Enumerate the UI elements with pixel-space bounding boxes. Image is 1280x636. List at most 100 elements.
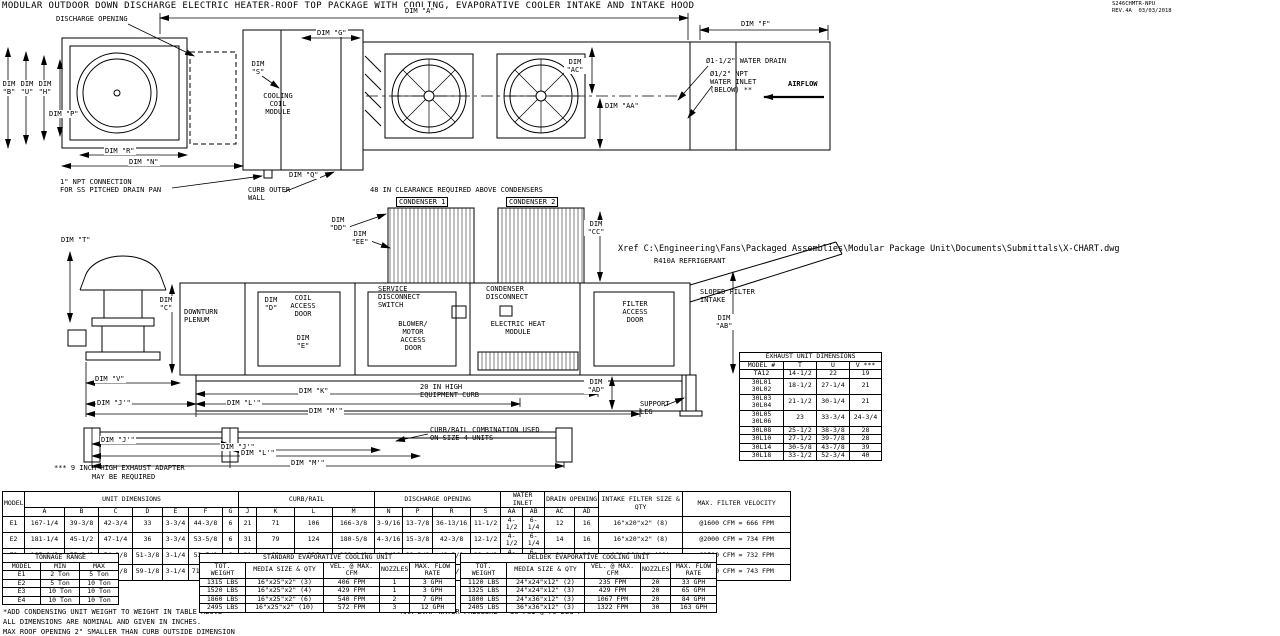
group-header: MAX. FILTER VELOCITY (682, 491, 792, 517)
table-cell: 1067 FPM (584, 594, 641, 604)
table-cell: 1322 FPM (584, 603, 641, 613)
table-cell: 12-1/2 (470, 531, 502, 549)
page-title: MODULAR OUTDOOR DOWN DISCHARGE ELECTRIC … (2, 1, 695, 11)
table-cell: 24"x24"x12" (2) (506, 577, 585, 587)
table-cell: TA12 (739, 369, 784, 379)
xref-path: Xref C:\Engineering\Fans\Packaged Assemb… (618, 244, 1120, 254)
table-cell: 3-3/4 (162, 531, 189, 549)
column-header: R (432, 507, 472, 517)
table-cell: 106 (294, 515, 334, 533)
table-title: STANDARD EVAPORATIVE COOLING UNIT (198, 553, 457, 563)
column-header: K (256, 507, 296, 517)
dim-n-label: DIM "N" (128, 158, 160, 166)
side-view (67, 207, 843, 469)
refrigerant-label: R410A REFRIGERANT (654, 257, 726, 265)
table-cell: 3 GPH (408, 577, 457, 587)
dim-m1-label: DIM "M'" (308, 407, 344, 415)
sloped-filter-intake-label: SLOPED FILTER INTAKE (700, 288, 755, 304)
coil-access-door-label: COIL ACCESS DOOR (290, 294, 316, 318)
group-header: CURB/RAIL (238, 491, 376, 508)
table-cell: 36 (132, 531, 163, 549)
table-cell: 5 Ton (40, 578, 80, 588)
table-cell: E2 (2, 531, 25, 549)
electric-heat-module-label: ELECTRIC HEAT MODULE (490, 320, 546, 336)
dim-j2a-label: DIM "J'" (100, 436, 136, 444)
column-header: A (24, 507, 65, 517)
water-drain-label: Ø1-1/2" WATER DRAIN (706, 57, 787, 65)
column-header: M (332, 507, 376, 517)
table-cell: 3-1/4 (162, 563, 189, 581)
dim-ac-label: DIM "AC" (564, 58, 586, 74)
dim-r-label: DIM "R" (104, 147, 136, 155)
column-header: F (188, 507, 223, 517)
dim-q-label: DIM "Q" (288, 171, 320, 179)
condenser-disconnect-box (499, 305, 513, 317)
table-cell: @1600 CFM = 666 FPM (682, 515, 792, 533)
sloped-intake-panel (689, 241, 837, 286)
group-header: UNIT DIMENSIONS (23, 491, 240, 508)
table-cell: 6-1/4 (522, 515, 546, 533)
table-cell: 11-1/2 (470, 515, 502, 533)
support-leg-shape (685, 374, 697, 412)
column-header: AD (574, 507, 600, 517)
table-cell: 10 Ton (40, 595, 80, 605)
table-cell: 30 (640, 603, 671, 613)
table-cell: 16 (574, 531, 600, 549)
table-title: EXHAUST UNIT DIMENSIONS (738, 352, 883, 362)
table-cell: E1 (2, 515, 25, 533)
table-cell: 30L08 (739, 425, 784, 435)
dim-l1-label: DIM "L'" (226, 399, 262, 407)
table-cell: 25-1/2 (783, 425, 817, 435)
blower-motor-door-label: BLOWER/ MOTOR ACCESS DOOR (398, 320, 428, 352)
note-dimensions: ALL DIMENSIONS ARE NOMINAL AND GIVEN IN … (3, 618, 202, 626)
table-cell: 28 (848, 425, 883, 435)
table-cell: 406 FPM (323, 577, 380, 587)
column-header: C (98, 507, 133, 517)
table-cell: 6-1/4 (522, 531, 546, 549)
table-cell: 30L14 (739, 442, 784, 452)
dim-e-label: DIM "E" (296, 334, 310, 350)
table-cell: 42-3/8 (432, 531, 472, 549)
table-cell: 2405 LBS (460, 603, 507, 613)
column-header: VEL. @ MAX. CFM (584, 561, 641, 579)
table-cell: 30L05 30L06 (739, 409, 784, 427)
table-cell: 14-1/2 (783, 369, 817, 379)
table-cell: 30L18 (739, 451, 784, 461)
table-cell: 429 FPM (323, 586, 380, 596)
table-cell: 20 (640, 586, 671, 596)
table-cell: 33-1/2 (783, 451, 817, 461)
table-cell: 2 (379, 594, 410, 604)
table-cell: 181-1/4 (24, 531, 65, 549)
column-header: J (238, 507, 258, 517)
table-cell: 10 Ton (78, 587, 120, 597)
rev-block-line2: REV.4A 03/03/2018 (1112, 8, 1172, 14)
curb-rail-note: CURB/RAIL COMBINATION USED ON SIZE 4 UNI… (430, 426, 540, 442)
table-cell: 1315 LBS (199, 577, 246, 587)
table-cell: 16"x25"x2" (6) (245, 594, 324, 604)
curb-outer-wall-label: CURB OUTER WALL (248, 186, 291, 202)
column-header: MODEL (2, 561, 41, 571)
dim-ab-label: DIM "AB" (712, 314, 736, 330)
table-cell: 2 Ton (40, 570, 80, 580)
filter-access-door-outline (593, 291, 675, 367)
table-cell: 39 (848, 442, 883, 452)
table-cell: 6 (221, 515, 240, 533)
column-header: MAX. FLOW RATE (669, 561, 718, 579)
table-cell: 79 (256, 531, 296, 549)
table-cell: 33 (132, 515, 163, 533)
group-header: MODEL (2, 491, 25, 517)
table-cell: 23 (783, 409, 817, 427)
column-header: V *** (848, 360, 883, 370)
table-cell: 540 FPM (323, 594, 380, 604)
table-cell: 12 GPH (408, 603, 457, 613)
table-cell: 1860 LBS (199, 594, 246, 604)
table-cell: 3 (379, 603, 410, 613)
